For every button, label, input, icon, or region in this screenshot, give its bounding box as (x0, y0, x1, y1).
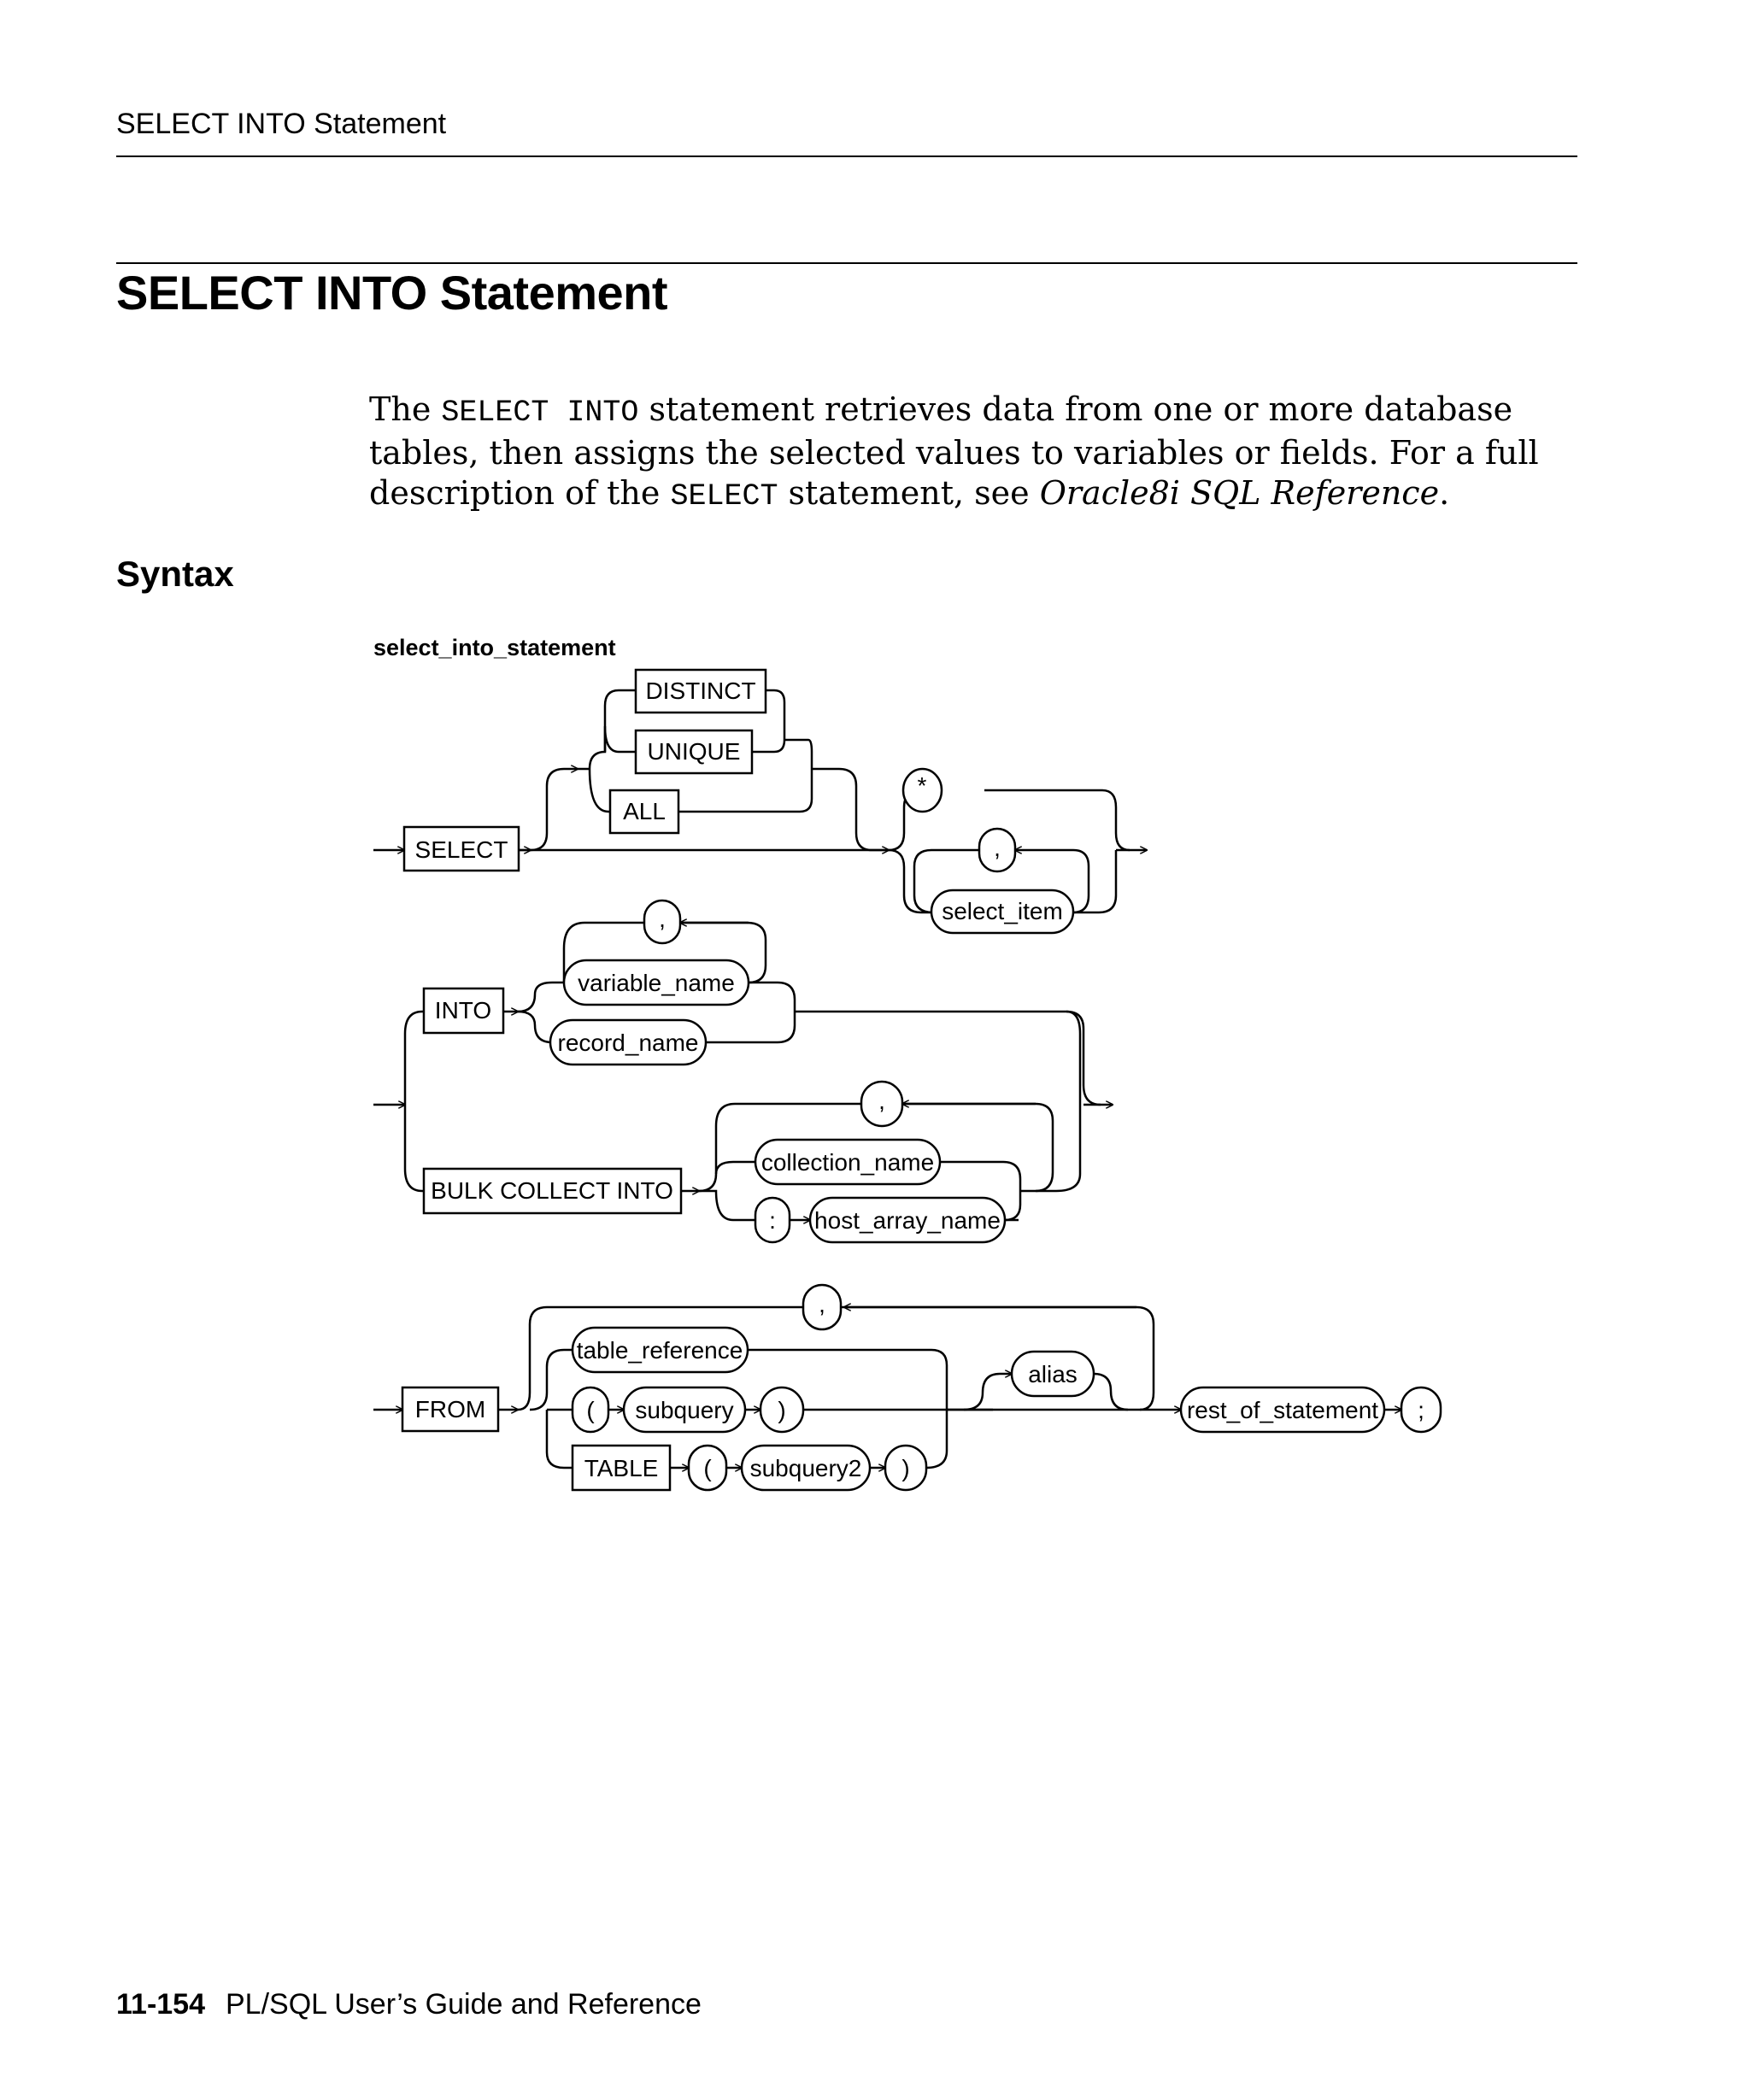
nt-collection-name: collection_name (761, 1149, 934, 1176)
symbol-star: * (918, 772, 927, 799)
nt-host-array-name: host_array_name (814, 1207, 1001, 1234)
nt-record-name: record_name (558, 1029, 699, 1056)
symbol-rparen: ) (901, 1455, 909, 1481)
kw-from: FROM (415, 1396, 485, 1422)
nt-rest-of-statement: rest_of_statement (1187, 1397, 1378, 1423)
nt-subquery2: subquery2 (750, 1455, 862, 1481)
kw-unique: UNIQUE (648, 738, 741, 765)
symbol-lparen: ( (703, 1455, 712, 1481)
diagram-label: select_into_statement (373, 635, 616, 660)
symbol-comma: , (994, 835, 1001, 861)
nt-alias: alias (1028, 1361, 1078, 1387)
syntax-heading: Syntax (116, 554, 234, 594)
reference-title: Oracle8i SQL Reference (1039, 474, 1440, 512)
kw-into: INTO (435, 997, 491, 1024)
symbol-comma: , (819, 1291, 825, 1317)
kw-table: TABLE (584, 1455, 659, 1481)
code-select-into: SELECT INTO (441, 396, 639, 430)
section-rule (116, 262, 1577, 264)
symbol-colon: : (769, 1207, 776, 1234)
nt-select-item: select_item (942, 898, 1063, 924)
intro-paragraph: The SELECT INTO statement retrieves data… (369, 390, 1539, 513)
kw-bulk-collect-into: BULK COLLECT INTO (431, 1177, 673, 1204)
running-header: SELECT INTO Statement (116, 108, 447, 140)
book-title: PL/SQL User’s Guide and Reference (226, 1988, 702, 2021)
symbol-comma: , (659, 906, 666, 932)
section-title: SELECT INTO Statement (116, 266, 668, 320)
nt-table-reference: table_reference (577, 1337, 743, 1364)
symbol-comma: , (878, 1088, 885, 1114)
header-rule (116, 155, 1577, 157)
code-select: SELECT (670, 479, 778, 513)
page-number: 11-154 (116, 1988, 205, 2021)
kw-select: SELECT (415, 836, 508, 863)
page-footer: 11-154 PL/SQL User’s Guide and Reference (116, 1988, 702, 2021)
nt-variable-name: variable_name (578, 970, 735, 996)
kw-distinct: DISTINCT (645, 678, 755, 704)
symbol-semicolon: ; (1418, 1397, 1424, 1423)
kw-all: ALL (623, 798, 666, 824)
nt-subquery: subquery (635, 1397, 733, 1423)
symbol-rparen: ) (778, 1397, 785, 1423)
symbol-lparen: ( (586, 1397, 595, 1423)
